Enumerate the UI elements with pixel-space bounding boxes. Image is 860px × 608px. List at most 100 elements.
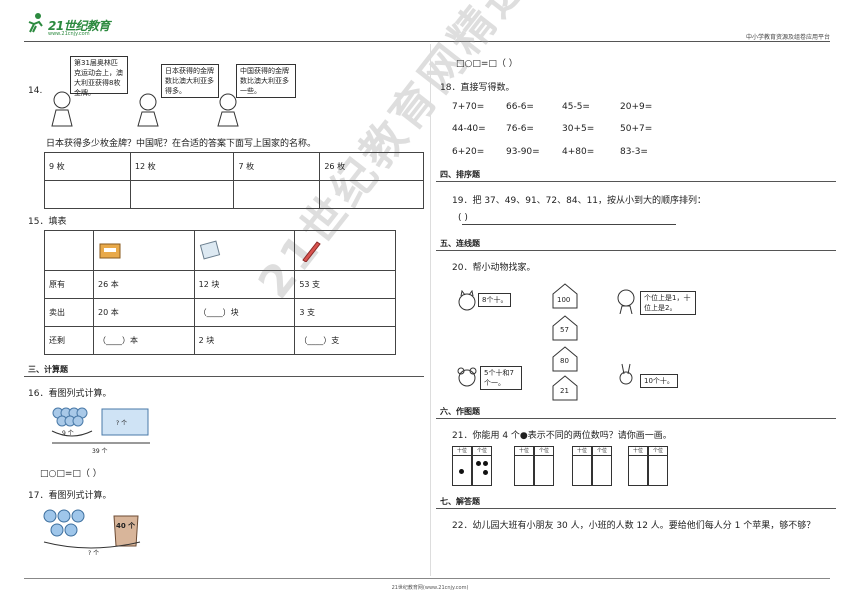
house-icon [552,283,578,309]
option-cell: 9 枚 [44,152,131,181]
row-label: 还剩 [44,326,94,355]
ones-header: 个位 [593,447,611,456]
q19-underline [462,224,676,225]
child-figure-icon [137,93,159,127]
answer-cell[interactable] [319,180,424,209]
q16-title: 16．看图列式计算。 [28,389,112,399]
tens-header: 十位 [515,447,533,456]
q16-box-label: ? 个 [116,420,128,427]
place-value-chart[interactable]: 十位 个位 [572,446,612,486]
eraser-icon [193,230,296,271]
cell[interactable]: （____）支 [294,326,396,355]
answer-cell[interactable] [233,180,321,209]
place-value-chart[interactable]: 十位 个位 [628,446,668,486]
cell: 26 本 [93,270,195,299]
option-cell: 26 枚 [319,152,424,181]
cell: 53 支 [294,270,396,299]
row-label: 卖出 [44,298,94,327]
cell[interactable]: （____）本 [93,326,195,355]
cell: 12 块 [193,270,296,299]
dot-icon [476,461,481,466]
runner-logo-icon [28,13,43,33]
q18-item: 50+7= [620,124,653,134]
answer-cell[interactable] [129,180,235,209]
section-7-title: 七、解答题 [440,497,480,506]
q21-text: 21．你能用 4 个●表示不同的两位数吗？请你画一画。 [452,431,672,441]
q18-item: 76-6= [506,124,534,134]
header-divider [24,41,830,42]
cell[interactable]: （____）块 [193,298,296,327]
section-divider [436,181,836,182]
q18-item: 6+20= [452,147,485,157]
q16-total-label: 39 个 [92,448,108,455]
row-label: 原有 [44,270,94,299]
house-icon [552,346,578,372]
q18-item: 66-6= [506,102,534,112]
speech-bubble: 中国获得的金牌数比澳大利亚多一些。 [236,64,296,98]
q18-item: 45-5= [562,102,590,112]
header-right-text: 中小学教育资源及组卷应用平台 [745,34,830,41]
q18-item: 4+80= [562,147,595,157]
q19-text: 19．把 37、49、91、72、84、11，按从小到大的顺序排列： [452,196,707,206]
child-figure-icon [51,91,73,127]
dot-icon [459,469,464,474]
tens-header: 十位 [453,447,471,456]
q18-item: 20+9= [620,102,653,112]
animal-label: 5个十和7个一。 [480,366,522,390]
ones-header: 个位 [535,447,553,456]
house-number: 80 [560,357,569,365]
ones-header: 个位 [649,447,667,456]
q17-total-label: ? 个 [88,550,100,557]
logo-url: www.21cnjy.com [48,31,90,37]
speech-bubble: 日本获得的金牌数比澳大利亚多得多。 [161,64,219,98]
animal-label: 个位上是1，十位上是2。 [640,291,696,315]
section-6-title: 六、作图题 [440,407,480,416]
logo [24,12,144,40]
q16-formula[interactable]: □○□=□（ ） [40,469,102,479]
pencil-icon [294,230,396,271]
q18-item: 7+70= [452,102,485,112]
house-number: 21 [560,387,569,395]
q15-table: 原有 26 本 12 块 53 支 卖出 20 本 （____）块 3 支 还剩… [44,230,396,355]
cell: 2 块 [193,326,296,355]
q18-item: 83-3= [620,147,648,157]
footer-text: 21世纪教育网(www.21cnjy.com) [391,585,469,591]
house-number: 57 [560,326,569,334]
q17-title: 17．看图列式计算。 [28,491,112,501]
option-cell: 7 枚 [233,152,321,181]
top-formula[interactable]: □○□=□（ ） [456,59,518,69]
q20-title: 20．帮小动物找家。 [452,263,536,273]
house-icon [552,375,578,401]
q14-question: 日本获得多少枚金牌？中国呢？在合适的答案下面写上国家的名称。 [46,139,317,149]
q19-blank[interactable]: ( ) [458,213,468,223]
q15-title: 15．填表 [28,217,67,227]
q16-left-label: 9 个 [62,430,74,437]
house-number: 100 [557,296,571,304]
empty-cell [44,230,94,271]
place-value-chart[interactable]: 十位 个位 [514,446,554,486]
dot-icon [483,461,488,466]
child-figure-icon [217,93,239,127]
section-divider [436,250,836,251]
q18-title: 18．直接写得数。 [440,83,515,93]
house-icon [552,315,578,341]
section-5-title: 五、连线题 [440,239,480,248]
tens-header: 十位 [573,447,591,456]
book-icon [93,230,195,271]
tens-header: 十位 [629,447,647,456]
q18-item: 30+5= [562,124,595,134]
q17-bucket-label: 40 个 [116,522,136,530]
monkey-icon [617,289,635,314]
animal-label: 10个十。 [640,374,678,388]
q14-answer-table: 9 枚 12 枚 7 枚 26 枚 [44,152,424,209]
section-divider [436,418,836,419]
cell: 3 支 [294,298,396,327]
answer-cell[interactable] [44,180,131,209]
footer-divider [24,578,830,579]
ones-header: 个位 [473,447,491,456]
animal-label: 8个十。 [478,293,512,307]
section-divider [436,508,836,509]
cat-icon [458,290,476,311]
place-value-chart[interactable]: 十位 个位 [452,446,492,486]
q22-text: 22．幼儿园大班有小朋友 30 人，小班的人数 12 人。要给他们每人分 1 个… [452,521,816,531]
